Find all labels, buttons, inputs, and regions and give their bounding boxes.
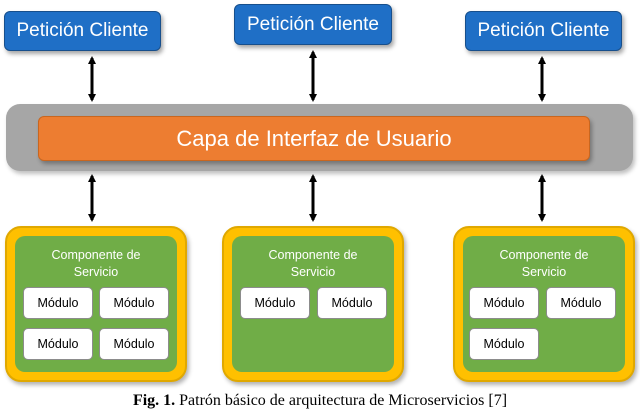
client-request-box-1: Petición Cliente: [4, 11, 161, 51]
ui-layer-label: Capa de Interfaz de Usuario: [176, 125, 452, 151]
module-box: Módulo: [469, 328, 539, 360]
client-request-label: Petición Cliente: [477, 20, 610, 41]
figure-caption-text: Patrón básico de arquitectura de Microse…: [175, 392, 508, 409]
figure-caption: Fig. 1. Patrón básico de arquitectura de…: [0, 392, 640, 410]
client-request-box-2: Petición Cliente: [234, 4, 392, 45]
module-box: Módulo: [317, 287, 387, 319]
module-box: Módulo: [99, 287, 169, 319]
client-request-label: Petición Cliente: [246, 13, 380, 35]
module-box: Módulo: [23, 287, 93, 319]
module-box: Módulo: [546, 287, 616, 319]
client-request-label: Petición Cliente: [16, 20, 149, 41]
ui-layer-box: Capa de Interfaz de Usuario: [38, 116, 590, 161]
module-box: Módulo: [469, 287, 539, 319]
client-request-box-3: Petición Cliente: [465, 11, 622, 51]
module-box: Módulo: [240, 287, 310, 319]
service-component-title: Componente de Servicio: [499, 248, 589, 279]
module-box: Módulo: [99, 328, 169, 360]
service-component-title: Componente de Servicio: [268, 248, 358, 279]
figure-label: Fig. 1.: [132, 392, 176, 409]
service-component-title: Componente de Servicio: [51, 248, 141, 279]
module-box: Módulo: [23, 328, 93, 360]
